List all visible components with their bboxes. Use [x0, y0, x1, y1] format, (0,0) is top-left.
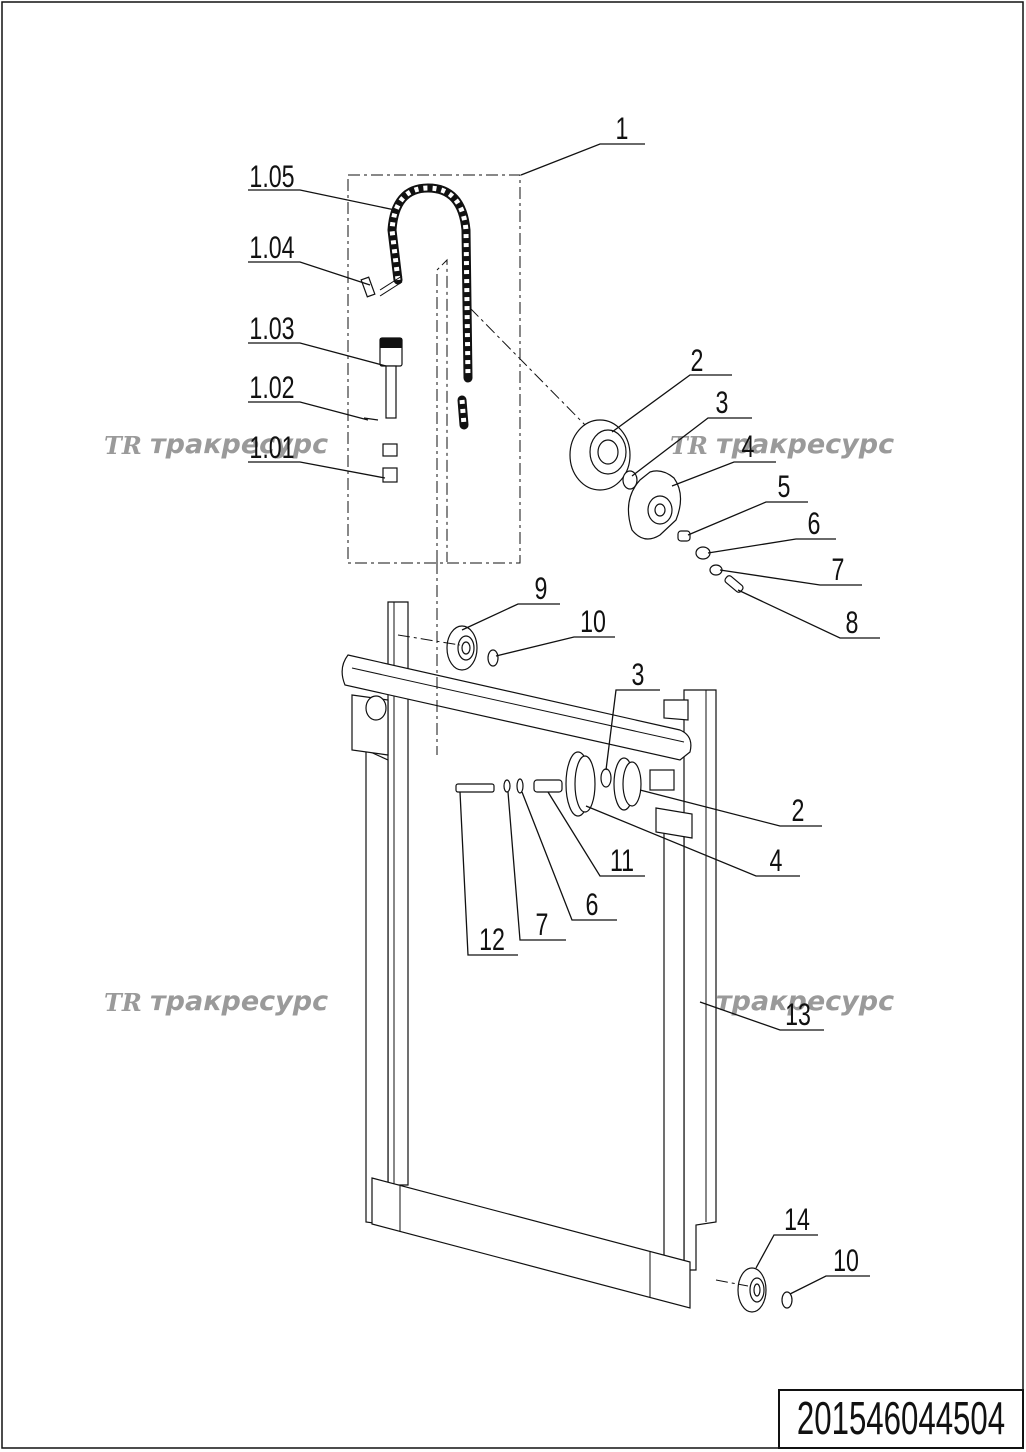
callout-2-upper: 2 — [691, 342, 704, 377]
washer-7-lower — [503, 779, 511, 793]
bearing-2-lower — [613, 757, 675, 811]
callout-3-lower: 3 — [632, 656, 645, 691]
wheel-4-upper — [627, 470, 682, 540]
watermark-logo: TR — [670, 431, 708, 460]
ring-10-lower — [781, 1291, 793, 1309]
bushing-11 — [533, 779, 563, 793]
watermark-logo: TR — [104, 988, 142, 1017]
watermark-2: TR тракресурс — [670, 429, 894, 460]
callout-1-04: 1.04 — [249, 229, 294, 264]
callout-11: 11 — [610, 842, 634, 877]
callout-3-upper: 3 — [716, 384, 729, 419]
watermark-1: TR тракресурс — [104, 429, 328, 460]
mast-frame-13 — [341, 601, 717, 1309]
bolt-8 — [724, 575, 744, 593]
watermark-logo: TR — [104, 431, 142, 460]
document-number-box: 201546044504 — [778, 1389, 1024, 1449]
watermark-3: TR тракресурс — [104, 986, 328, 1017]
projection-line — [469, 307, 591, 431]
nuts-1-01 — [382, 443, 398, 483]
chain-1-05 — [379, 183, 473, 430]
callout-10-upper: 10 — [580, 603, 606, 638]
leader-lines — [248, 143, 880, 1295]
bearing-2-upper — [569, 419, 631, 491]
projection-line — [397, 634, 461, 646]
callout-6-upper: 6 — [808, 505, 821, 540]
callout-7-lower: 7 — [536, 906, 549, 941]
pin-1-02 — [363, 417, 379, 421]
callout-13: 13 — [785, 996, 811, 1031]
watermark-text: тракресурс — [716, 986, 894, 1017]
bushing-5 — [677, 530, 691, 542]
callout-1-03: 1.03 — [249, 310, 294, 345]
callout-5: 5 — [778, 468, 791, 503]
callout-1: 1 — [616, 110, 629, 145]
callout-4-lower: 4 — [770, 842, 783, 877]
callout-1-01: 1.01 — [249, 429, 294, 464]
callout-2-lower: 2 — [792, 792, 805, 827]
callout-9: 9 — [535, 570, 548, 605]
watermark-text: тракресурс — [150, 986, 328, 1017]
watermark-text: тракресурс — [150, 429, 328, 460]
callout-6-lower: 6 — [586, 886, 599, 921]
wheel-4-lower — [565, 751, 596, 817]
callout-14: 14 — [784, 1201, 810, 1236]
callout-1-05: 1.05 — [249, 158, 294, 193]
bearing-14 — [737, 1267, 767, 1313]
washer-6-upper — [695, 546, 711, 560]
callout-8: 8 — [846, 604, 859, 639]
callout-4-upper: 4 — [742, 428, 755, 463]
callout-10-lower: 10 — [833, 1242, 859, 1277]
bearing-9 — [446, 625, 478, 671]
watermark-text: тракресурс — [716, 429, 894, 460]
shaft-1-03 — [379, 337, 403, 419]
bolt-12 — [455, 783, 495, 793]
washer-6-lower — [516, 778, 524, 794]
pin-1-04 — [360, 276, 376, 298]
ring-3-lower — [600, 768, 612, 788]
ring-10-upper — [487, 649, 499, 667]
document-number: 201546044504 — [797, 1393, 1005, 1444]
callout-labels: 1 1.05 1.04 1.03 1.02 1.01 2 3 4 5 6 7 8… — [249, 110, 858, 1277]
callout-7-upper: 7 — [832, 551, 845, 586]
callout-1-02: 1.02 — [249, 369, 294, 404]
projection-line — [715, 1279, 749, 1287]
callout-12: 12 — [479, 921, 505, 956]
assembly-1-box — [347, 174, 521, 564]
